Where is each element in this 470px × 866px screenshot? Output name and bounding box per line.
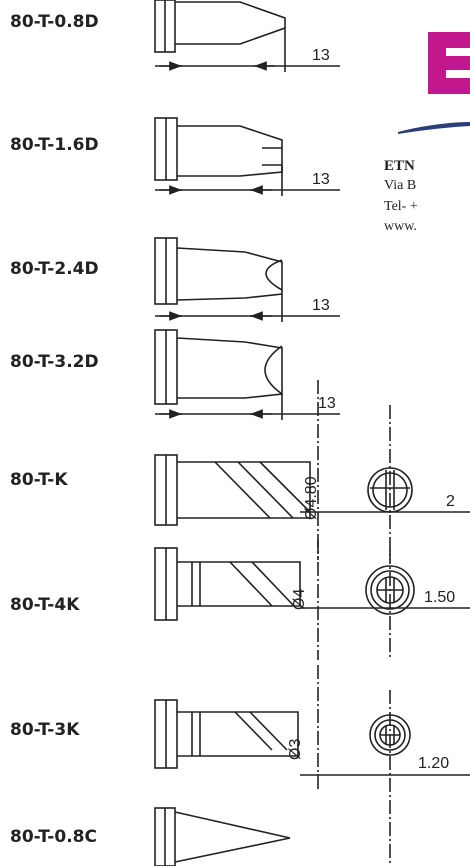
- logo-swoosh: [398, 122, 470, 134]
- flat-4k: 1.50: [424, 589, 455, 606]
- company-name: ETN: [384, 158, 415, 174]
- diameter-4k: Ø4: [291, 589, 308, 610]
- diameter-k: Ø4.80: [303, 476, 320, 520]
- tip-label-4k: 80-T-4K: [10, 595, 80, 615]
- tip-drawing-1.6d: [154, 117, 340, 196]
- tip-drawing-3.2d: [154, 329, 340, 420]
- tip-drawing-3k: [154, 665, 470, 866]
- dimension-2.4d: 13: [312, 297, 330, 314]
- tip-drawing-0.8c: [154, 807, 291, 866]
- dimension-3.2d: 13: [318, 395, 336, 412]
- tip-drawing-4k: [154, 540, 470, 660]
- tip-label-0.8c: 80-T-0.8C: [10, 827, 97, 847]
- diameter-3k: Ø3: [287, 739, 304, 760]
- company-website: www.: [384, 219, 417, 234]
- tip-label-0.8d: 80-T-0.8D: [10, 12, 99, 32]
- company-address: Via B: [384, 178, 417, 193]
- dimension-1.6d: 13: [312, 171, 330, 188]
- tip-label-1.6d: 80-T-1.6D: [10, 135, 99, 155]
- tip-drawing-0.8d: [154, 0, 340, 72]
- tip-label-3.2d: 80-T-3.2D: [10, 352, 99, 372]
- tip-drawing-k: [154, 380, 470, 560]
- company-logo: [424, 28, 470, 98]
- dimension-0.8d: 13: [312, 47, 330, 64]
- flat-3k: 1.20: [418, 755, 449, 772]
- flat-k: 2: [446, 493, 455, 510]
- tip-label-3k: 80-T-3K: [10, 720, 80, 740]
- tip-drawing-2.4d: [154, 237, 340, 322]
- company-phone: Tel- +: [384, 199, 418, 214]
- tip-label-k: 80-T-K: [10, 470, 68, 490]
- tip-label-2.4d: 80-T-2.4D: [10, 259, 99, 279]
